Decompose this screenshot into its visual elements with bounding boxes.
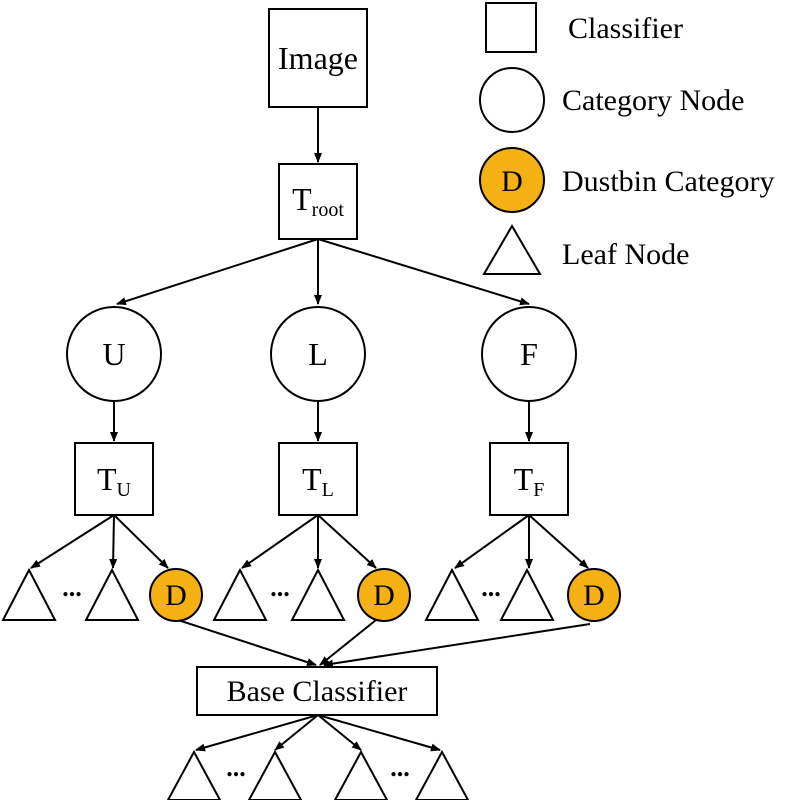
category-node-l: [270, 306, 366, 402]
edge-tl-dustbin: [317, 514, 377, 569]
dustbin-node-f-label: D: [583, 579, 605, 612]
category-node-f-label: F: [520, 336, 538, 372]
legend-category-node-label: Category Node: [562, 84, 744, 117]
t-l-classifier-box: [278, 442, 358, 516]
edge-base-leaf-4: [317, 714, 441, 752]
image-box: [268, 8, 368, 108]
t-root-classifier-box: [278, 163, 358, 240]
ellipsis-f: ...: [481, 573, 501, 602]
edge-troot-u: [116, 238, 319, 306]
edges: [30, 107, 591, 752]
t-u-base: T: [97, 461, 117, 497]
dustbin-node-l-label: D: [373, 579, 395, 612]
edge-tf-leaf-a: [454, 514, 530, 569]
t-f-base: T: [514, 461, 534, 497]
edge-tu-dustbin: [113, 514, 169, 569]
t-f-label: TF: [514, 461, 545, 501]
ellipsis-base-2: ...: [390, 753, 410, 782]
legend: Classifier Category Node D Dustbin Categ…: [479, 2, 774, 275]
base-leaf-node-4: [414, 749, 470, 800]
legend-dustbin-category-label: Dustbin Category: [562, 165, 774, 198]
legend-category-circle: [479, 67, 545, 133]
leaf-node-u-2: [84, 567, 140, 621]
dustbin-node-l: [357, 568, 411, 622]
t-u-label: TU: [97, 461, 132, 501]
ellipsis-l: ...: [270, 573, 290, 602]
base-classifier-label: Base Classifier: [227, 675, 408, 708]
leaf-node-l-1: [212, 567, 268, 621]
base-classifier-box: [196, 666, 438, 716]
t-l-base: T: [302, 461, 322, 497]
edge-tl-leaf-a: [241, 514, 319, 569]
legend-leaf-node-label: Leaf Node: [562, 238, 689, 271]
dustbin-node-u-label: D: [165, 579, 187, 612]
base-leaf-node-1: [166, 749, 222, 800]
t-u-subscript: U: [117, 479, 132, 501]
t-root-base: T: [292, 181, 312, 217]
t-u-classifier-box: [74, 442, 154, 516]
image-label: Image: [278, 40, 358, 76]
t-root-label: Troot: [292, 181, 344, 221]
legend-dustbin-circle: [479, 147, 545, 213]
t-f-classifier-box: [489, 442, 569, 516]
edge-base-leaf-3: [317, 714, 362, 751]
leaf-node-f-1: [424, 567, 480, 621]
dustbin-node-u: [149, 568, 203, 622]
category-node-l-label: L: [308, 336, 328, 372]
legend-classifier-label: Classifier: [568, 12, 683, 45]
category-node-u: [66, 306, 162, 402]
edge-base-leaf-1: [195, 714, 319, 752]
t-l-label: TL: [302, 461, 334, 501]
t-f-subscript: F: [533, 479, 544, 501]
legend-classifier-square: [485, 2, 537, 53]
ellipsis-u: ...: [62, 573, 82, 602]
leaf-node-l-2: [290, 567, 346, 621]
t-root-subscript: root: [312, 199, 345, 221]
leaf-node-f-2: [499, 567, 555, 621]
edge-dustbin-u-base: [177, 619, 317, 667]
edge-base-leaf-2: [274, 714, 319, 751]
leaf-node-u-1: [1, 567, 57, 621]
edge-tf-dustbin: [528, 514, 589, 569]
dustbin-node-f: [567, 568, 621, 622]
edge-tu-leaf-a: [30, 514, 115, 569]
category-node-f: [481, 306, 577, 402]
ellipsis-base-1: ...: [226, 753, 246, 782]
legend-dustbin-symbol: D: [501, 165, 523, 198]
edge-troot-f: [317, 238, 530, 306]
edge-dustbin-l-base: [319, 619, 377, 666]
category-node-u-label: U: [102, 336, 125, 372]
t-l-subscript: L: [322, 479, 334, 501]
edge-tu-leaf-b: [109, 514, 118, 569]
edge-dustbin-f-base: [323, 623, 591, 668]
base-leaf-node-2: [247, 749, 303, 800]
base-leaf-node-3: [333, 749, 389, 800]
legend-leaf-triangle: [482, 224, 542, 275]
